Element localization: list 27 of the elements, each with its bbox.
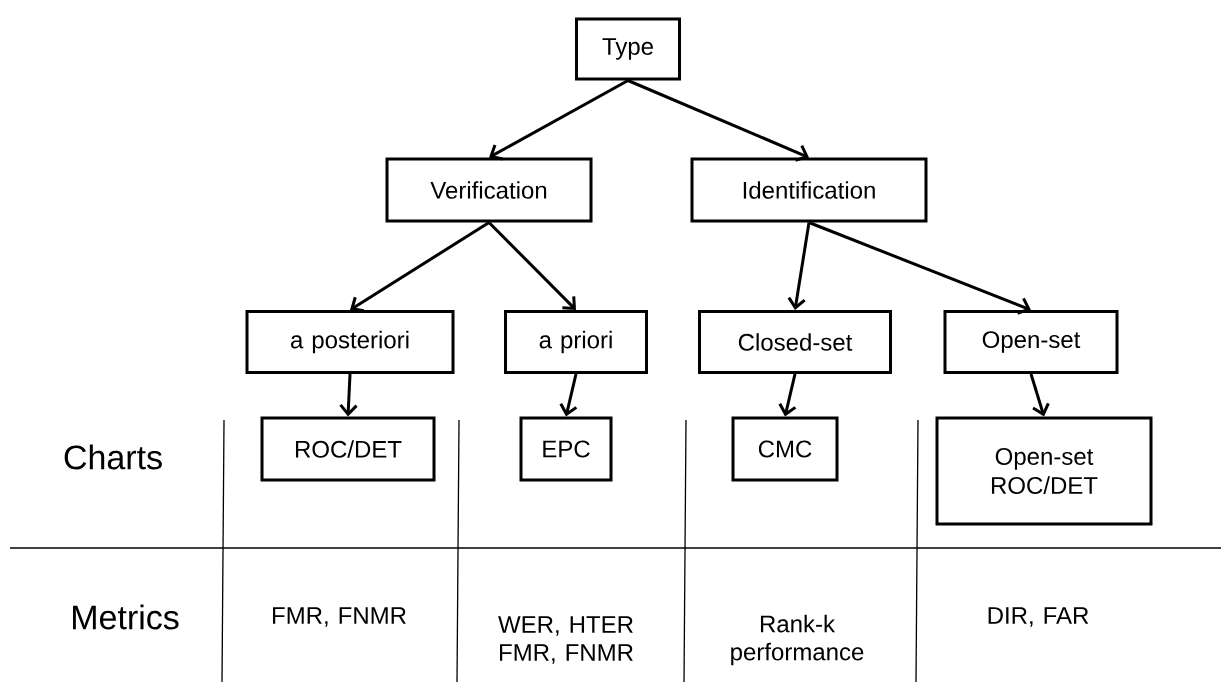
metric-text: FMR, FNMR (273, 607, 406, 627)
box: Verification (385, 157, 593, 223)
row-heading: Metrics (73, 604, 179, 630)
arrow (1029, 373, 1050, 417)
arrow (778, 373, 797, 417)
box: Type (575, 17, 681, 81)
box: Closed-set (698, 310, 892, 374)
box: a posteriori (245, 310, 455, 374)
box: ROC/DET (260, 416, 436, 482)
arrow (787, 222, 811, 310)
arrow (339, 373, 358, 417)
box: Open-set (943, 310, 1119, 374)
box: a priori (504, 310, 648, 374)
box: CMC (731, 416, 839, 482)
arrow (489, 79, 629, 161)
arrow (559, 373, 578, 417)
row-heading: Charts (64, 444, 162, 470)
box: EPC (519, 416, 613, 482)
box: Identification (690, 157, 928, 223)
arrow (350, 221, 490, 313)
metric-text: DIR, FAR (988, 607, 1089, 627)
arrow (627, 79, 809, 162)
box: Open-set ROC/DET (935, 416, 1153, 526)
metric-text: Rank-k performance (731, 614, 864, 666)
arrow (808, 221, 1031, 315)
metric-text: WER, HTER FMR, FNMR (498, 616, 633, 664)
arrow (487, 221, 576, 310)
